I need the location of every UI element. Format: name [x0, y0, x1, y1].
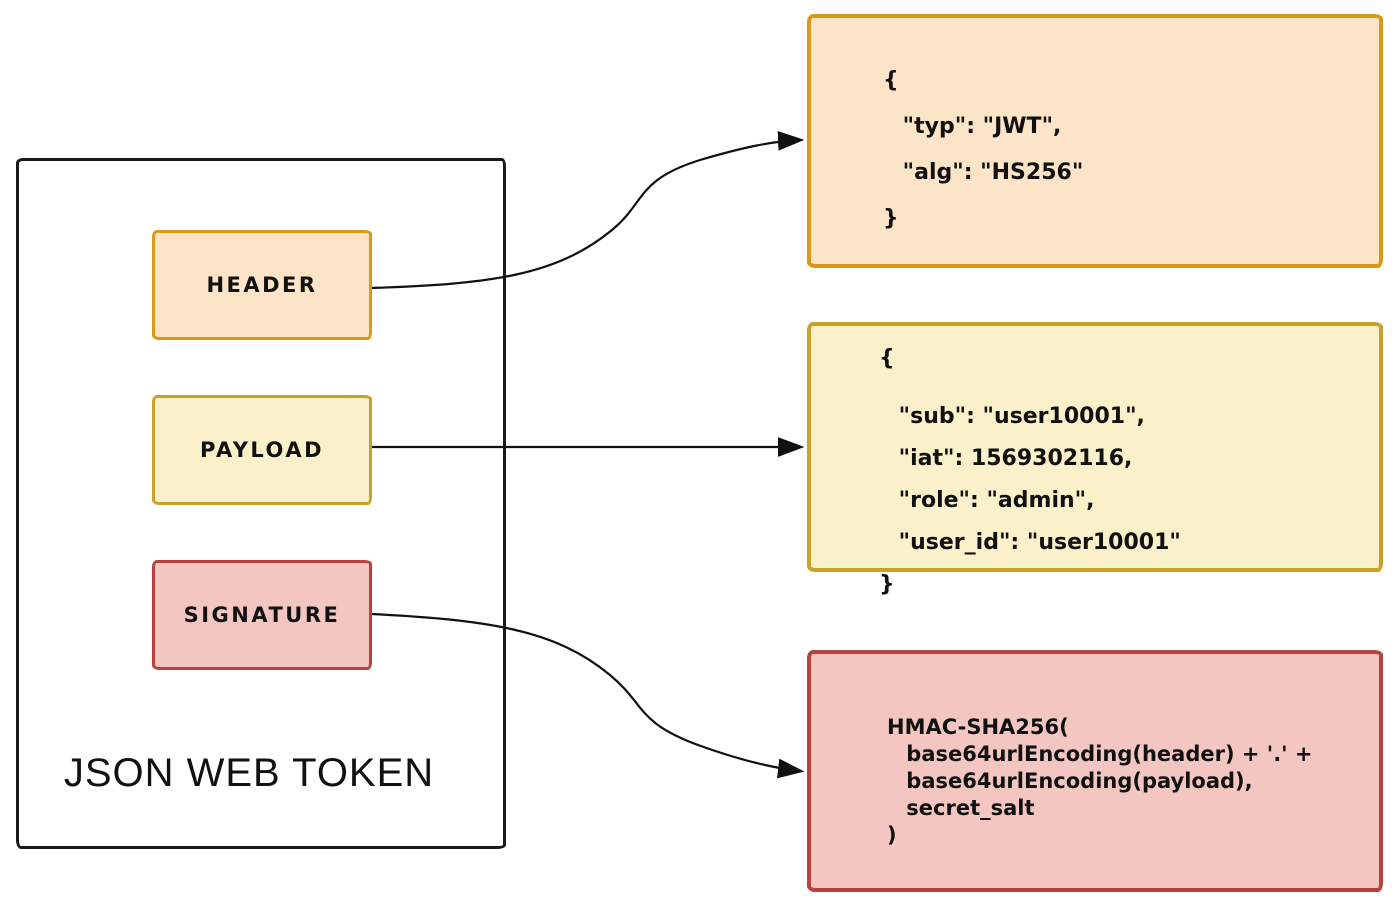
code-line: "user_id": "user10001"	[891, 530, 1181, 555]
code-line: secret_salt	[899, 796, 1035, 820]
header-code-box: { "typ": "JWT", "alg": "HS256" }	[807, 14, 1383, 268]
code-line: "typ": "JWT",	[895, 114, 1062, 139]
code-line: "role": "admin",	[891, 488, 1095, 513]
code-line: }	[883, 206, 899, 231]
code-line: "iat": 1569302116,	[891, 446, 1133, 471]
jwt-token-container-box: HEADER PAYLOAD SIGNATURE JSON WEB TOKEN	[16, 158, 506, 849]
code-line: "sub": "user10001",	[891, 404, 1145, 429]
diagram-title: JSON WEB TOKEN	[63, 751, 435, 795]
signature-block-label: SIGNATURE	[183, 603, 341, 627]
code-line: }	[879, 572, 895, 597]
code-line: {	[879, 346, 895, 371]
code-line: "alg": "HS256"	[895, 160, 1084, 185]
header-block-label: HEADER	[206, 273, 318, 297]
payload-block: PAYLOAD	[152, 395, 372, 505]
code-line: )	[887, 823, 897, 847]
code-line: HMAC-SHA256(	[887, 715, 1069, 739]
signature-code-box: HMAC-SHA256( base64urlEncoding(header) +…	[807, 650, 1383, 892]
header-block: HEADER	[152, 230, 372, 340]
code-line: base64urlEncoding(header) + '.' +	[899, 742, 1313, 766]
code-line: {	[883, 68, 899, 93]
code-line: base64urlEncoding(payload),	[899, 769, 1253, 793]
signature-block: SIGNATURE	[152, 560, 372, 670]
payload-block-label: PAYLOAD	[199, 438, 325, 462]
payload-code-box: { "sub": "user10001", "iat": 1569302116,…	[807, 322, 1383, 597]
